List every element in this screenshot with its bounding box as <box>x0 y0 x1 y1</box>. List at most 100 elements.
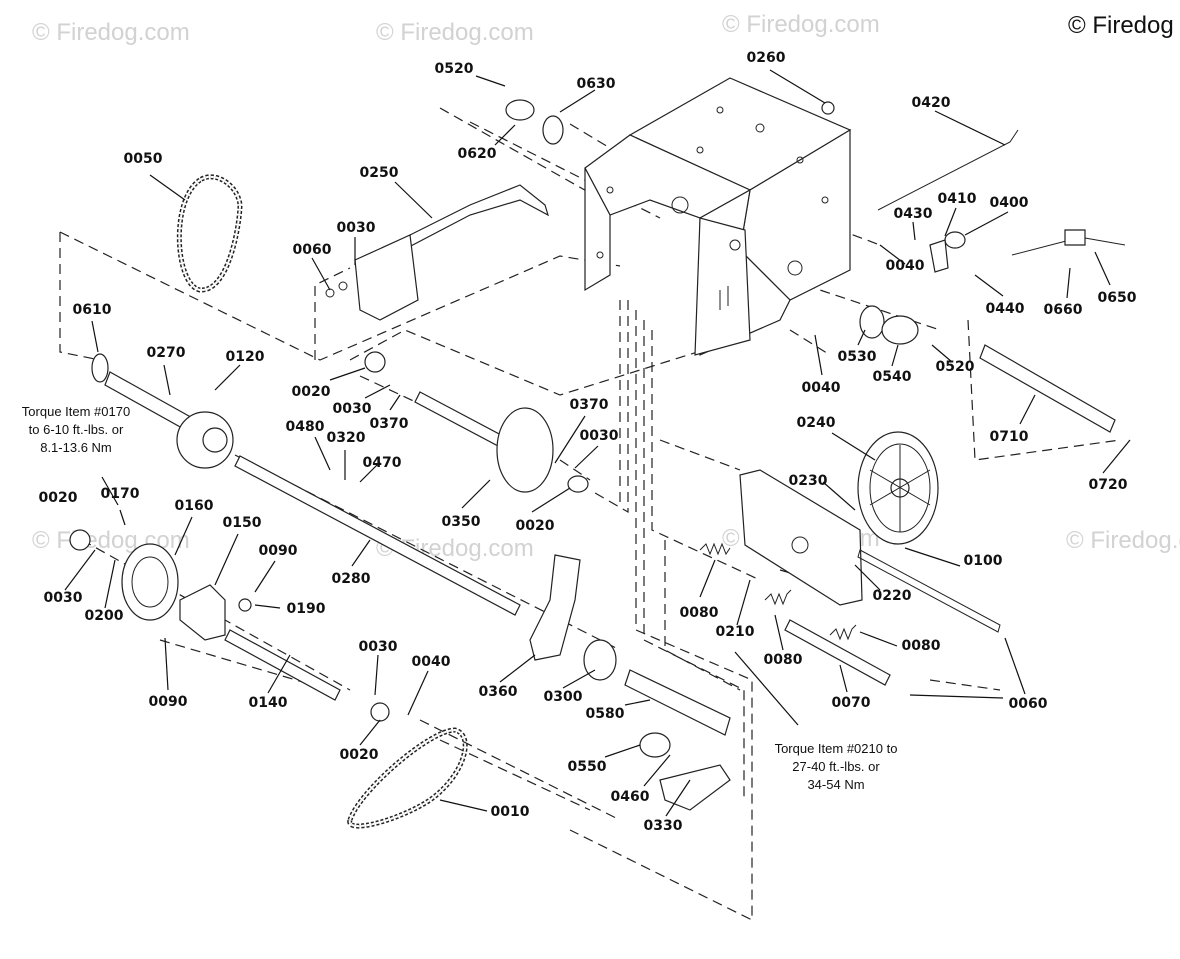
callout-labels: 0520 0630 0260 0420 0050 0620 0250 0030 … <box>39 50 1137 834</box>
leader-lines <box>64 69 1131 817</box>
callout-0020-c: 0020 <box>516 518 555 534</box>
callout-0230: 0230 <box>789 473 828 489</box>
shaft-sprocket-0270 <box>91 353 234 469</box>
callout-0020-d: 0020 <box>340 747 379 763</box>
rod-0420 <box>877 129 1019 211</box>
spring-0080-c <box>829 624 857 641</box>
pulley-0240 <box>857 431 939 545</box>
torque-note-0210-line-3: 34-54 Nm <box>807 777 864 792</box>
chain-0050 <box>176 174 243 293</box>
callout-0080-b: 0080 <box>902 638 941 654</box>
callout-0020-a: 0020 <box>292 384 331 400</box>
callout-0430: 0430 <box>894 206 933 222</box>
watermark-mid-far-right: © Firedog.com <box>1066 527 1180 554</box>
copyright-mark: © Firedog <box>1068 12 1174 39</box>
bearing-0630 <box>505 99 966 345</box>
torque-note-0170: Torque Item #0170 to 6-10 ft.-lbs. or 8.… <box>22 404 130 455</box>
callout-0470: 0470 <box>363 455 402 471</box>
torque-note-0210-line-2: 27-40 ft.-lbs. or <box>792 759 880 774</box>
callout-0280: 0280 <box>332 571 371 587</box>
callout-0720: 0720 <box>1089 477 1128 493</box>
callout-0370-b: 0370 <box>570 397 609 413</box>
watermark-top-left: © Firedog.com <box>32 19 190 46</box>
callout-0440: 0440 <box>986 301 1025 317</box>
callout-0160: 0160 <box>175 498 214 514</box>
callout-0050: 0050 <box>124 151 163 167</box>
callout-0270: 0270 <box>147 345 186 361</box>
callout-0080-a: 0080 <box>680 605 719 621</box>
callout-0610: 0610 <box>73 302 112 318</box>
callout-0360: 0360 <box>479 684 518 700</box>
spring-0080-b <box>764 589 792 606</box>
callout-0580: 0580 <box>586 706 625 722</box>
callout-0030-e: 0030 <box>359 639 398 655</box>
bar-0710 <box>979 344 1116 433</box>
callout-0030-d: 0030 <box>44 590 83 606</box>
callout-0710: 0710 <box>990 429 1029 445</box>
callout-0060-b: 0060 <box>1009 696 1048 712</box>
shaft-0070 <box>784 619 891 686</box>
watermark-top-center: © Firedog.com <box>376 19 534 46</box>
callout-0210: 0210 <box>716 624 755 640</box>
torque-note-0170-line-2: to 6-10 ft.-lbs. or <box>29 422 124 437</box>
torque-note-0170-line-1: Torque Item #0170 <box>22 404 130 419</box>
callout-0330: 0330 <box>644 818 683 834</box>
callout-0410: 0410 <box>938 191 977 207</box>
wheel-hub-0160 <box>69 529 390 722</box>
callout-0030-c: 0030 <box>580 428 619 444</box>
callout-0040-a: 0040 <box>886 258 925 274</box>
callout-0240: 0240 <box>797 415 836 431</box>
chain-0010 <box>347 727 468 829</box>
callout-0060-a: 0060 <box>293 242 332 258</box>
callout-0020-b: 0020 <box>39 490 78 506</box>
watermark-mid-left: © Firedog.com <box>32 527 190 554</box>
callout-0420: 0420 <box>912 95 951 111</box>
callout-0090-b: 0090 <box>149 694 188 710</box>
callout-0300: 0300 <box>544 689 583 705</box>
callout-0040-c: 0040 <box>412 654 451 670</box>
callout-0170: 0170 <box>101 486 140 502</box>
callout-0400: 0400 <box>990 195 1029 211</box>
callout-0550: 0550 <box>568 759 607 775</box>
callout-0540: 0540 <box>873 369 912 385</box>
frame-housing <box>584 77 852 356</box>
torque-note-0210: Torque Item #0210 to 27-40 ft.-lbs. or 3… <box>775 741 898 792</box>
shaft-0280 <box>234 455 521 616</box>
callout-0220: 0220 <box>873 588 912 604</box>
callout-0630: 0630 <box>577 76 616 92</box>
torque-note-0210-line-1: Torque Item #0210 to <box>775 741 898 756</box>
rod-0100 <box>857 549 1001 633</box>
disc-0350 <box>364 351 589 493</box>
callout-0350: 0350 <box>442 514 481 530</box>
callout-0520-top: 0520 <box>435 61 474 77</box>
callout-0260: 0260 <box>747 50 786 66</box>
callout-0620: 0620 <box>458 146 497 162</box>
callout-0100: 0100 <box>964 553 1003 569</box>
callout-0030-a: 0030 <box>337 220 376 236</box>
callout-0370-a: 0370 <box>370 416 409 432</box>
callout-0250: 0250 <box>360 165 399 181</box>
callout-0090-a: 0090 <box>259 543 298 559</box>
callout-0530: 0530 <box>838 349 877 365</box>
callout-0070: 0070 <box>832 695 871 711</box>
callout-0010: 0010 <box>491 804 530 820</box>
callout-0460: 0460 <box>611 789 650 805</box>
callout-0520-right: 0520 <box>936 359 975 375</box>
callout-0650: 0650 <box>1098 290 1137 306</box>
bracket-0360 <box>529 554 731 811</box>
spring-0080-a <box>699 542 731 556</box>
callout-0140: 0140 <box>249 695 288 711</box>
torque-note-0170-line-3: 8.1-13.6 Nm <box>40 440 112 455</box>
callout-0150: 0150 <box>223 515 262 531</box>
callout-0320: 0320 <box>327 430 366 446</box>
callout-0200: 0200 <box>85 608 124 624</box>
lever-0650 <box>1011 229 1126 256</box>
callout-0660: 0660 <box>1044 302 1083 318</box>
watermark-top-right: © Firedog.com <box>722 11 880 38</box>
callout-0080-c: 0080 <box>764 652 803 668</box>
callout-0040-b: 0040 <box>802 380 841 396</box>
callout-0480: 0480 <box>286 419 325 435</box>
shift-arm-0250 <box>325 184 549 321</box>
callout-0190: 0190 <box>287 601 326 617</box>
